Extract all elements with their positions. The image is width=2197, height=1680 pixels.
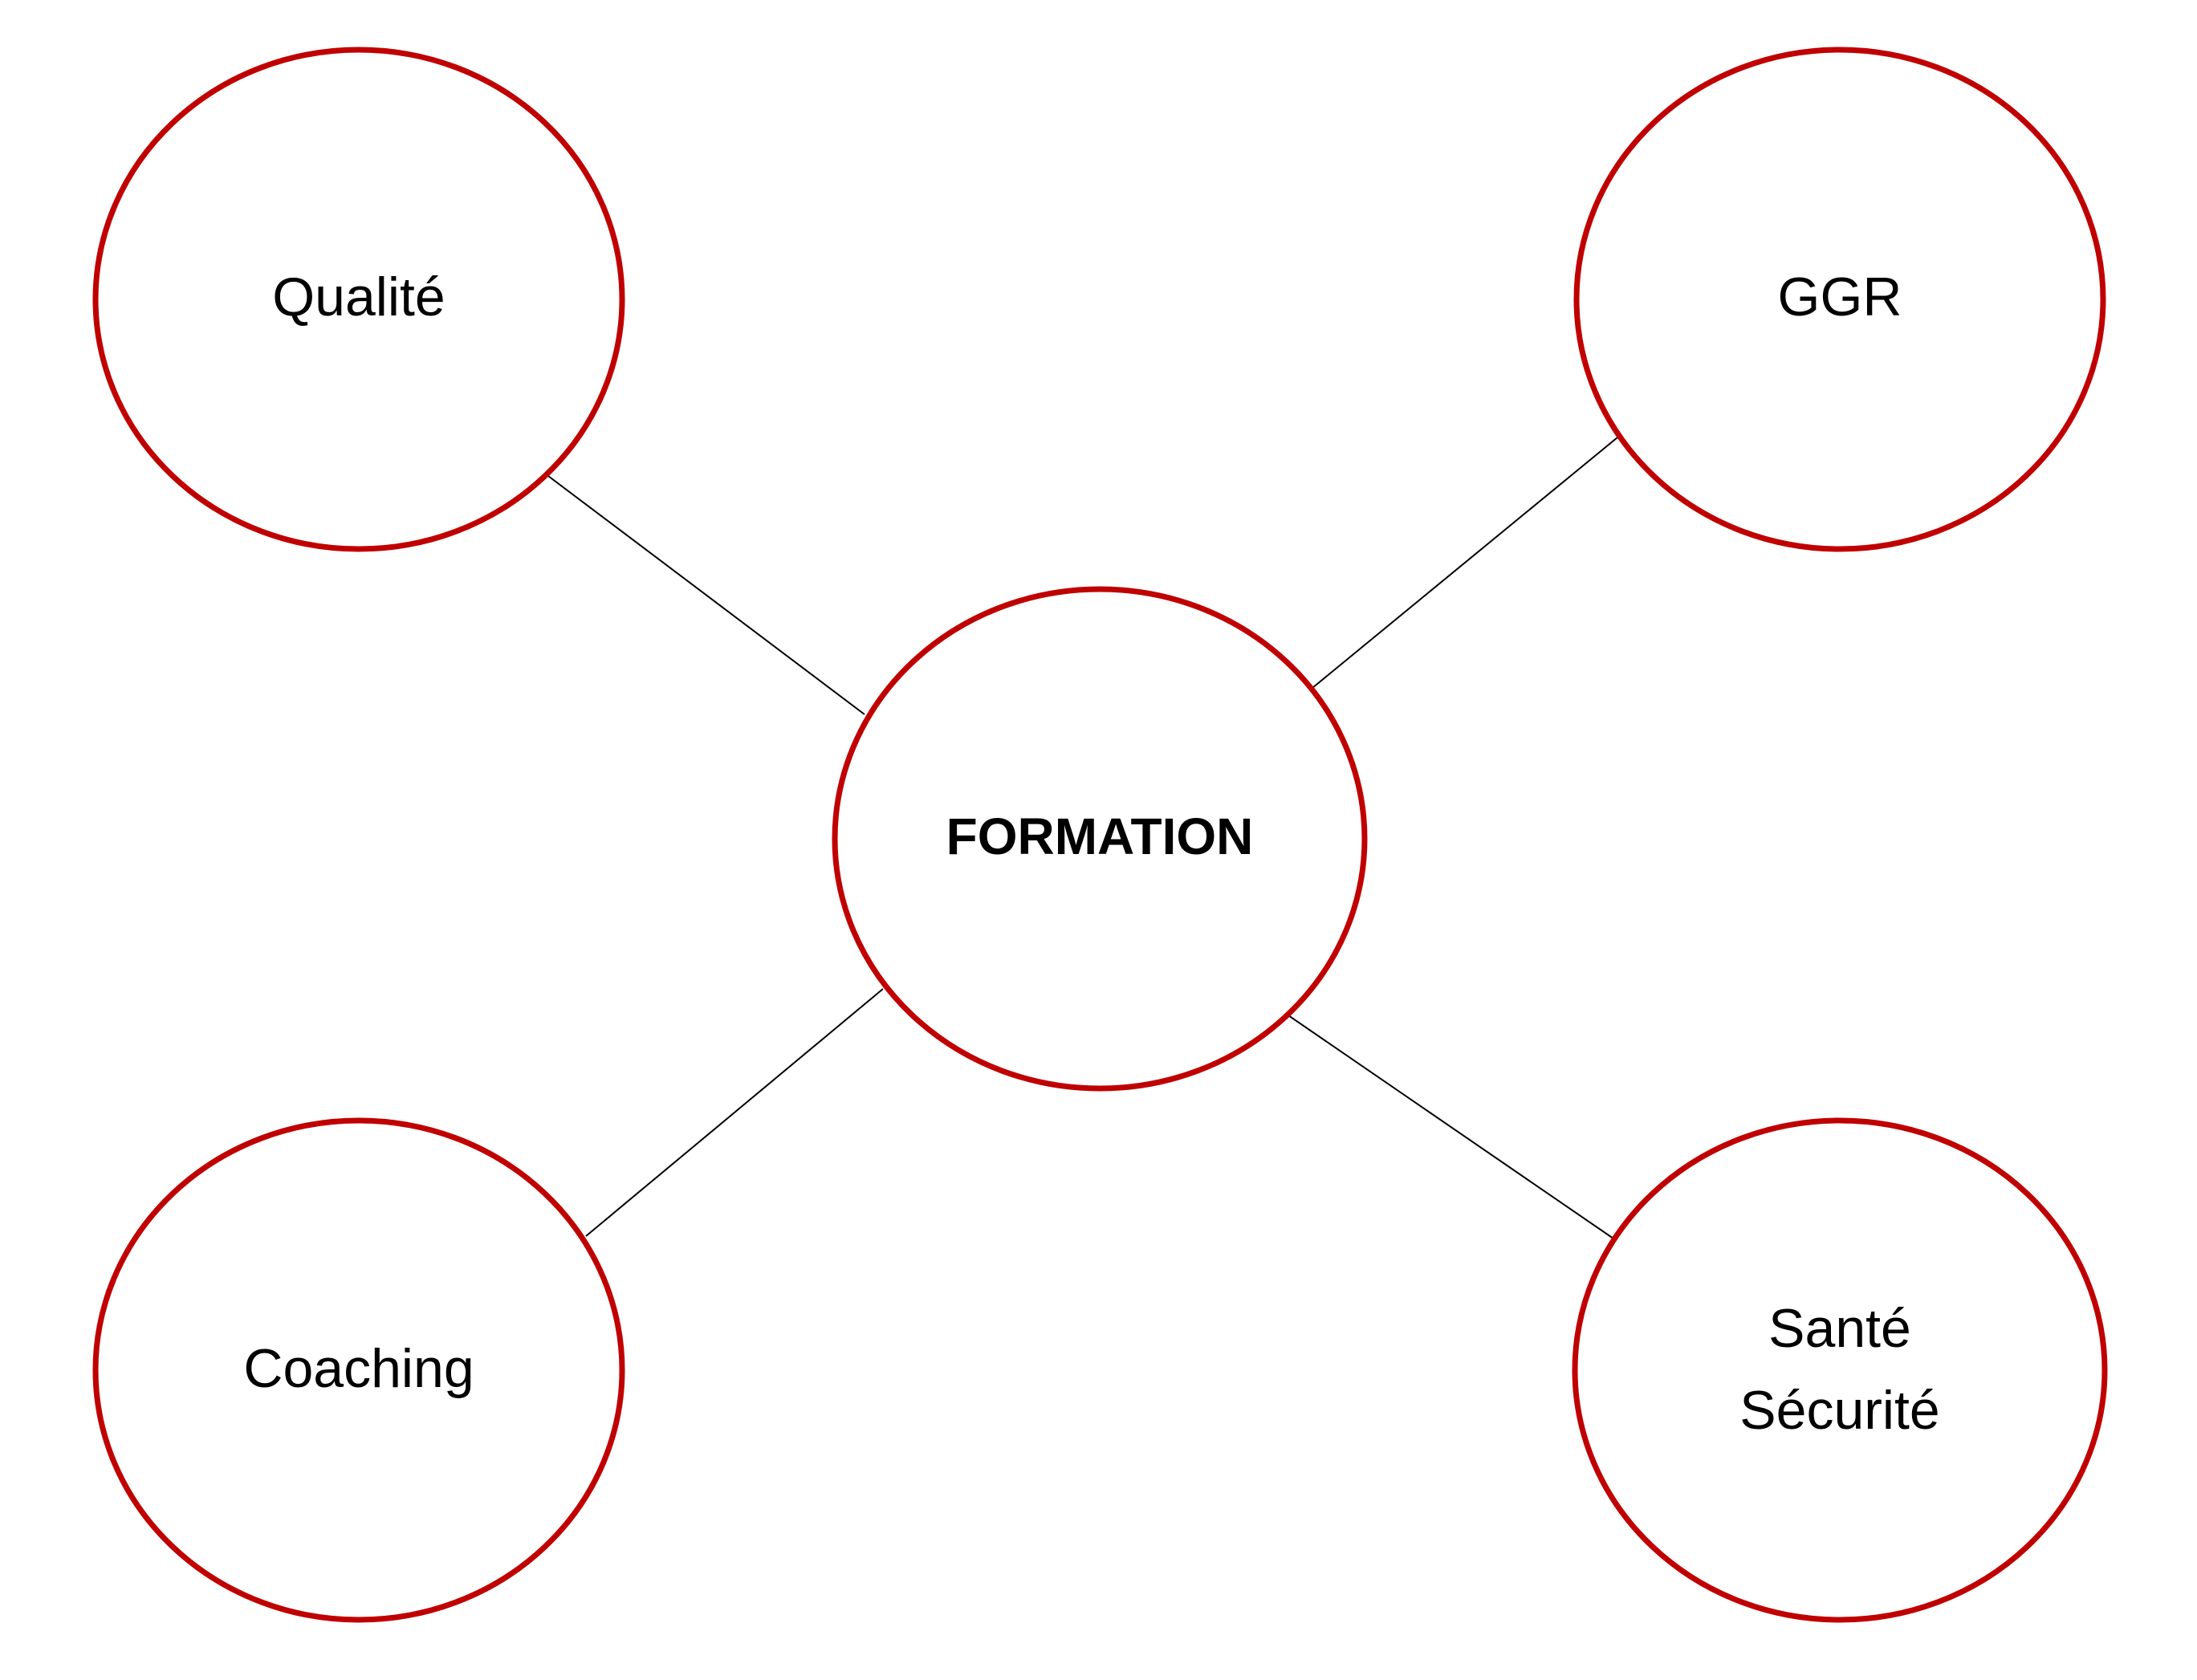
- node-bottom-right-circle: [1572, 1117, 2108, 1623]
- connector-center-bottom-right: [1288, 1015, 1614, 1239]
- node-center-label: FORMATION: [946, 807, 1254, 865]
- node-bottom-right[interactable]: Santé Sécurité: [1572, 1117, 2108, 1623]
- node-bottom-right-label-line1: Santé: [1768, 1298, 1911, 1359]
- node-bottom-left[interactable]: Coaching: [92, 1117, 625, 1623]
- node-top-left-circle: [92, 47, 625, 552]
- node-center-circle: [832, 586, 1368, 1092]
- node-top-left[interactable]: Qualité: [92, 47, 625, 552]
- node-bottom-right-label-line2: Sécurité: [1739, 1380, 1939, 1441]
- node-bottom-left-circle: [92, 1117, 625, 1623]
- node-top-right[interactable]: GGR: [1573, 47, 2106, 552]
- connector-center-top-left: [547, 475, 865, 715]
- node-top-left-label: Qualité: [272, 266, 445, 327]
- node-bottom-left-label: Coaching: [243, 1338, 474, 1399]
- node-center[interactable]: FORMATION: [832, 586, 1368, 1092]
- connector-center-top-right: [1312, 437, 1618, 689]
- node-top-right-circle: [1573, 47, 2106, 552]
- connector-center-bottom-left: [585, 988, 884, 1237]
- node-top-right-label: GGR: [1778, 266, 1902, 327]
